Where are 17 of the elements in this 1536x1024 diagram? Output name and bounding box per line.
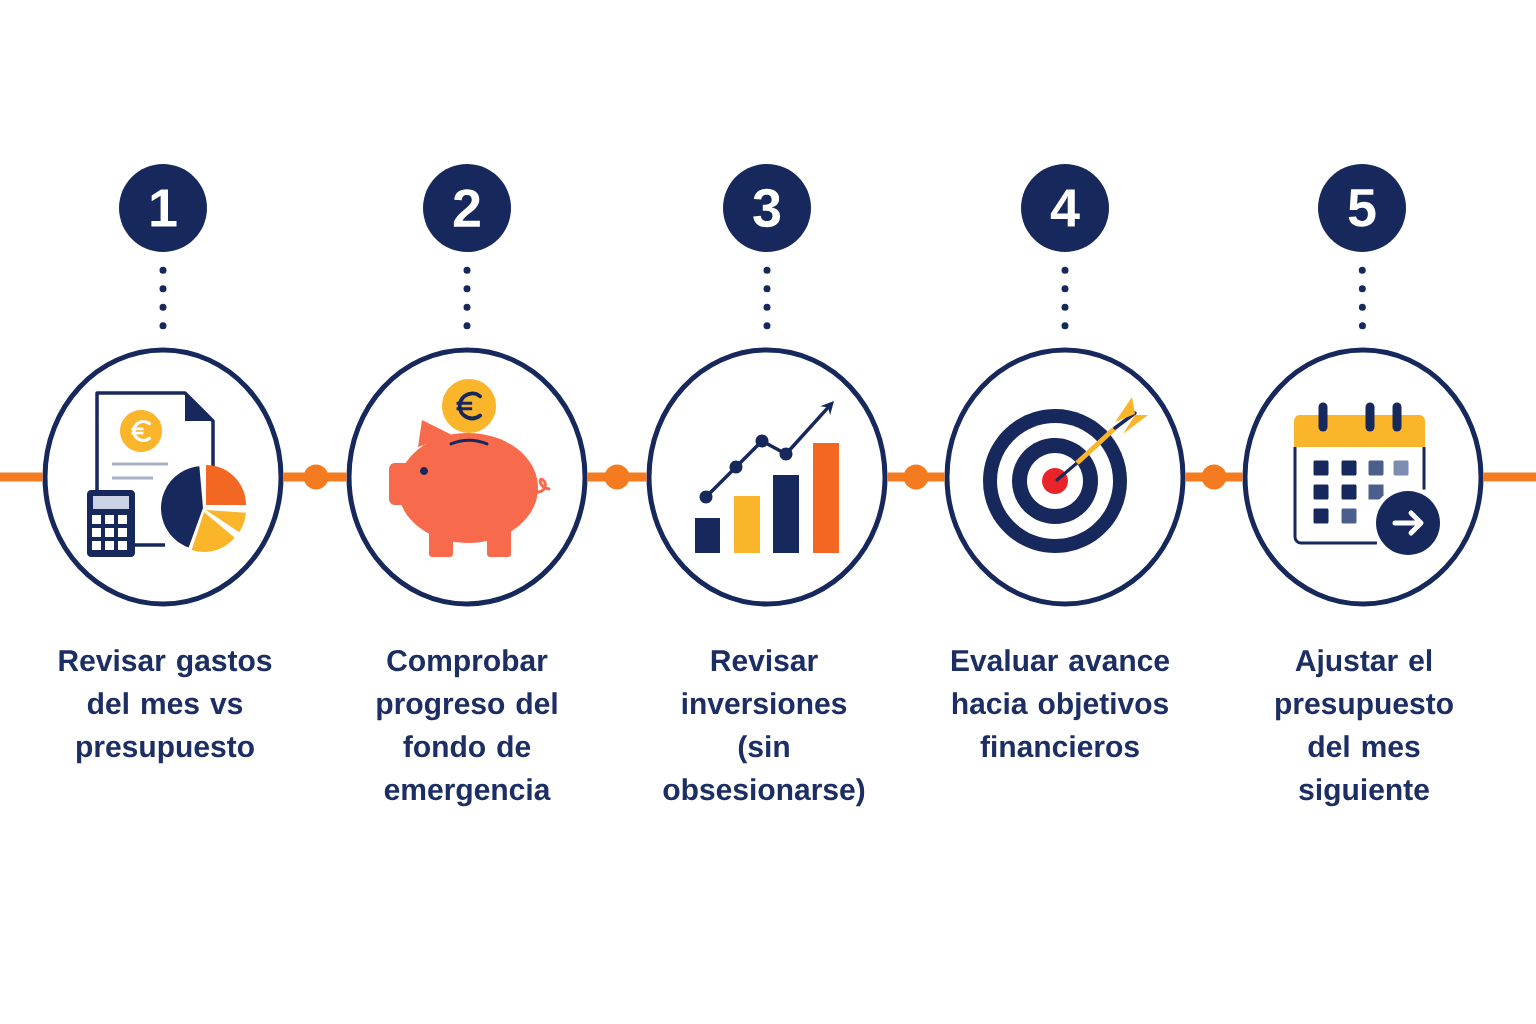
number-badge: 2 (423, 164, 511, 252)
number-badge: 5 (1318, 164, 1406, 252)
step-caption: Revisar gastos del mes vs presupuesto (59, 649, 272, 764)
dotted-line (763, 266, 771, 330)
step-caption: Revisar inversiones (sin obsesionarse) (663, 649, 865, 807)
step-caption: Comprobar progreso del fondo de emergencia (377, 649, 557, 807)
dotted-line (1358, 266, 1366, 330)
step-caption: Evaluar avance hacia objetivos financieros (951, 649, 1170, 758)
step-caption: Ajustar el presupuesto del mes siguiente (1275, 649, 1453, 807)
number-badge: 3 (723, 164, 811, 252)
timeline-line (0, 472, 43, 482)
timeline-line (1483, 472, 1536, 482)
number-badge: 4 (1021, 164, 1109, 252)
dotted-line (159, 266, 167, 330)
dotted-line (1061, 266, 1069, 330)
number-badge: 1 (119, 164, 207, 252)
dotted-line (463, 266, 471, 330)
